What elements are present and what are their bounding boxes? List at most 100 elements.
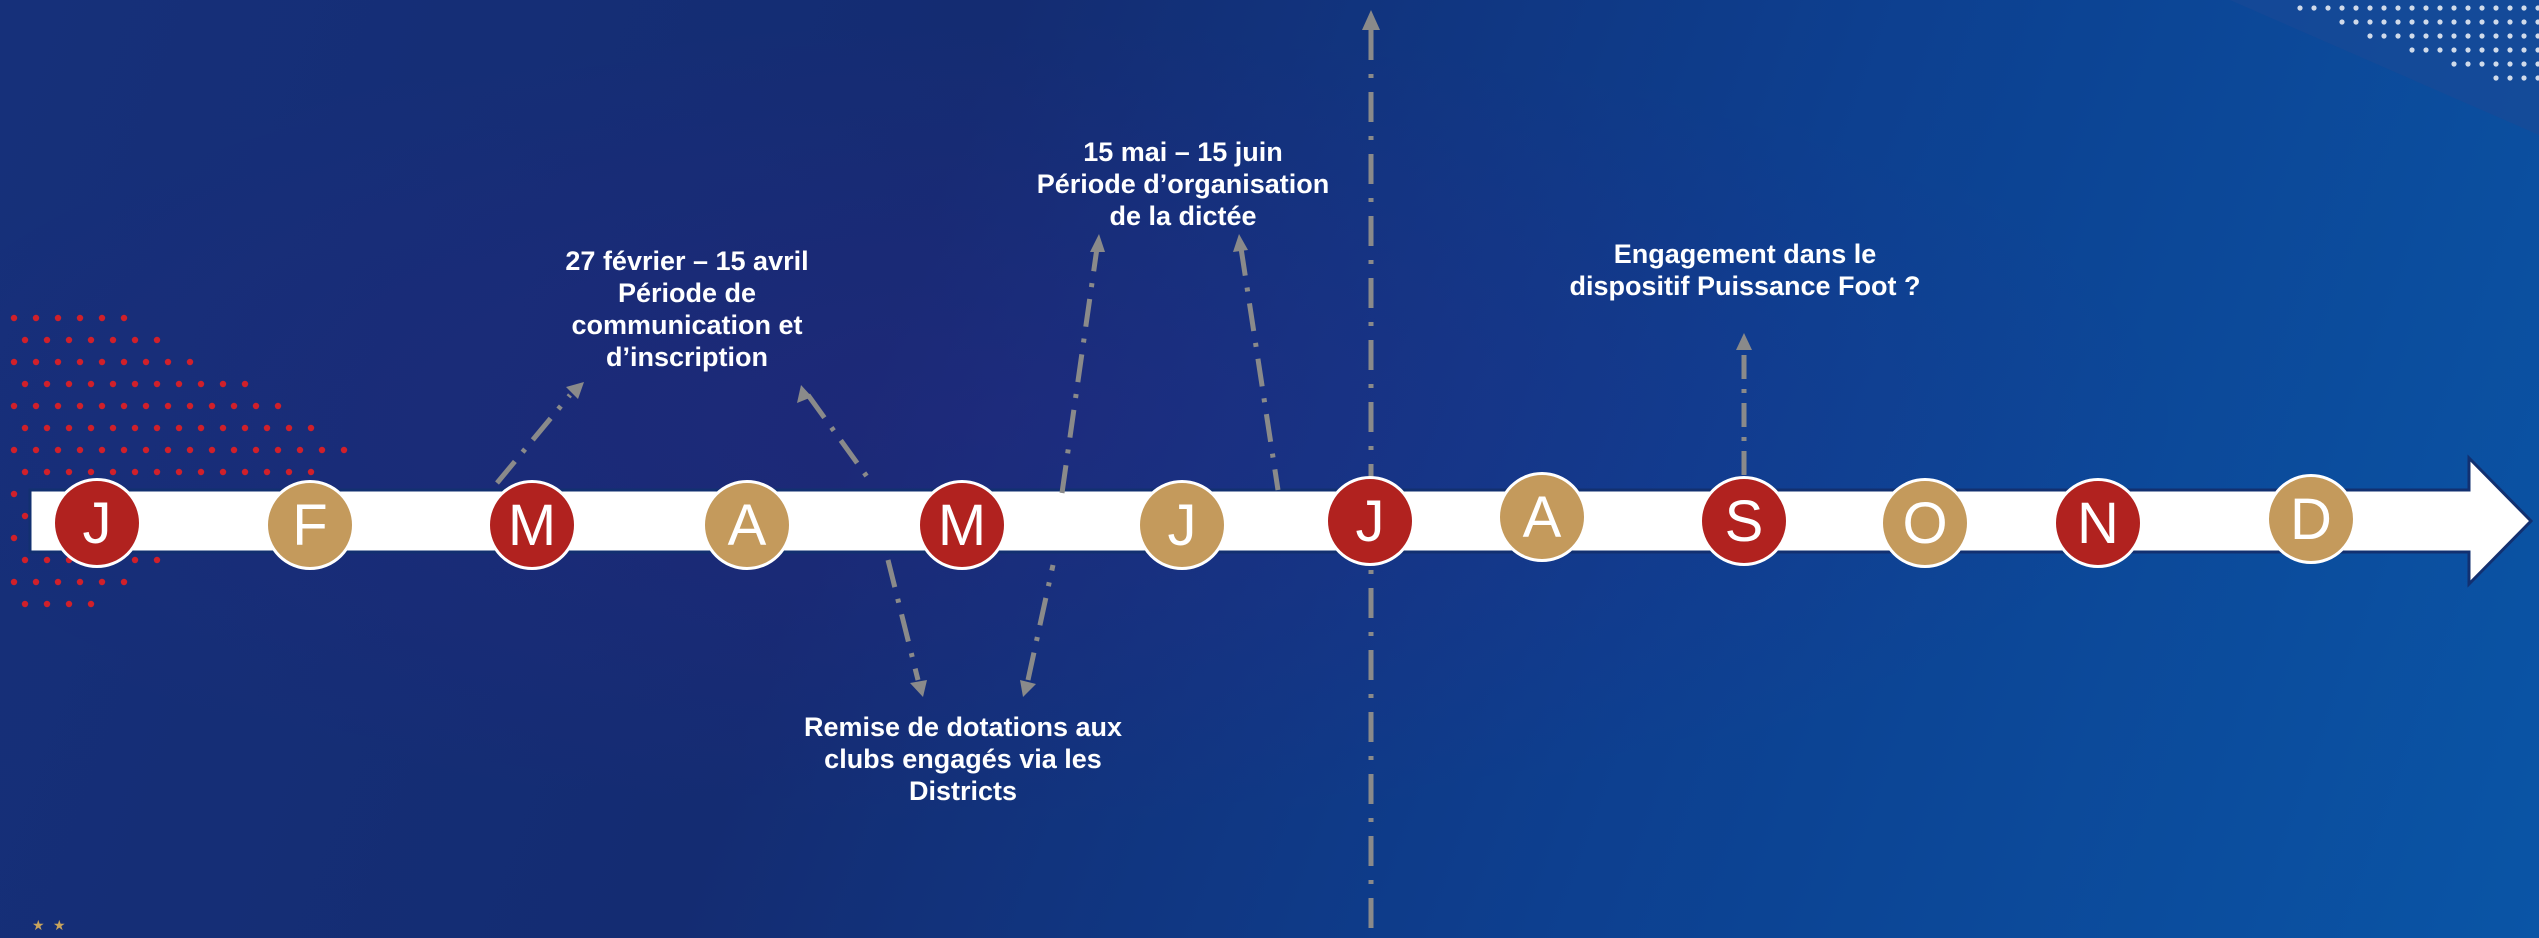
corner-band [2230,0,2539,135]
red-dot [263,468,271,476]
red-dot [120,314,128,322]
white-dot [2507,33,2513,39]
red-dot [43,336,51,344]
white-dot [2521,19,2527,25]
month-circle-1: J [52,478,142,568]
red-dot [186,358,194,366]
white-dot [2507,47,2513,53]
red-dot [21,380,29,388]
white-dot [2409,19,2415,25]
label-line: Districts [908,776,1018,806]
label-line: Période de [617,278,757,308]
red-dot [98,358,106,366]
red-dot [87,336,95,344]
white-dot [2451,19,2457,25]
red-dot [32,578,40,586]
white-dot [2493,5,2499,11]
red-dot [197,424,205,432]
white-dot [2395,5,2401,11]
white-dot [2451,5,2457,11]
red-dot [10,402,18,410]
red-dot [274,402,282,410]
red-dot [32,314,40,322]
red-dot [175,380,183,388]
red-dot [296,446,304,454]
white-dot [2479,61,2485,67]
red-dot [98,578,106,586]
red-dot [131,424,139,432]
red-dot [87,600,95,608]
red-dot [43,556,51,564]
red-dot [153,424,161,432]
red-dot [43,380,51,388]
connector-organisation-to-june [1238,247,1281,491]
red-dot [43,468,51,476]
red-dot [307,468,315,476]
month-circle-6: J [1137,480,1227,570]
red-dot [98,402,106,410]
white-dot [2493,19,2499,25]
red-dot [109,424,117,432]
white-dot [2367,19,2373,25]
month-letter: F [292,492,328,558]
label-line: communication et [571,310,803,340]
red-dot [21,424,29,432]
white-dot [2535,5,2539,11]
red-dot [10,314,18,322]
label-line: Engagement dans le [1613,239,1877,269]
red-dot [131,380,139,388]
red-dot [164,446,172,454]
white-dot [2381,5,2387,11]
month-letter: O [1902,490,1948,556]
red-dot [76,402,84,410]
white-dot [2367,5,2373,11]
month-circle-9: S [1699,476,1789,566]
white-dot [2409,5,2415,11]
red-dot [131,336,139,344]
white-dot [2521,33,2527,39]
white-dot [2521,75,2527,81]
red-dot [54,314,62,322]
month-letter: A [727,492,767,558]
connector-arrowheads [566,234,1752,697]
white-dot [2451,47,2457,53]
red-dot [153,556,161,564]
red-dot [186,446,194,454]
white-dot [2353,5,2359,11]
red-dot [153,468,161,476]
red-dot [76,578,84,586]
red-dot [109,468,117,476]
arrowhead-organisation-left [1090,234,1105,252]
white-dot [2521,47,2527,53]
connector-may-to-organisation [1059,247,1100,494]
red-dot [241,424,249,432]
white-dot [2465,19,2471,25]
red-dot [164,358,172,366]
red-dot [120,578,128,586]
red-dot [21,600,29,608]
organisation-period-label: 15 mai – 15 juin Période d’organisation … [1013,136,1353,232]
white-dot [2479,33,2485,39]
red-dot [87,380,95,388]
white-dot [2479,47,2485,53]
white-dot [2395,33,2401,39]
month-circle-10: O [1880,478,1970,568]
red-dot [10,490,18,498]
white-dot [2353,19,2359,25]
label-line: dispositif Puissance Foot ? [1569,271,1921,301]
connectors [495,247,1747,681]
red-dot [120,446,128,454]
red-dot [120,358,128,366]
month-letter: A [1522,484,1562,550]
red-dot [87,468,95,476]
red-dot [109,336,117,344]
white-dot [2493,75,2499,81]
connector-march-to-communication [495,393,572,485]
label-line: de la dictée [1109,201,1257,231]
engagement-label: Engagement dans le dispositif Puissance … [1545,238,1945,302]
white-dot [2493,61,2499,67]
red-dot [263,424,271,432]
red-dot [186,402,194,410]
month-circle-2: F [265,480,355,570]
